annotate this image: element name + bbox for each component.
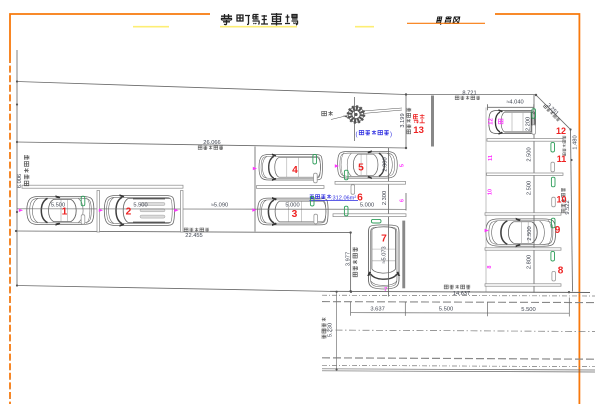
svg-text:5.500: 5.500 <box>439 307 454 313</box>
svg-text:22.455: 22.455 <box>185 233 202 239</box>
svg-text:12: 12 <box>489 118 495 125</box>
svg-text:13: 13 <box>413 125 424 136</box>
svg-text:2.500: 2.500 <box>527 181 533 195</box>
svg-text:(: ( <box>356 132 358 138</box>
svg-text:5.230: 5.230 <box>328 323 334 337</box>
svg-text:5.000: 5.000 <box>360 202 374 208</box>
svg-text:7: 7 <box>384 287 387 293</box>
svg-text:7: 7 <box>381 233 387 244</box>
svg-text:2.500: 2.500 <box>527 147 533 161</box>
svg-text:2.300: 2.300 <box>382 157 388 171</box>
svg-text:5.500: 5.500 <box>51 202 65 208</box>
svg-text:11: 11 <box>488 155 494 161</box>
svg-text:3.199: 3.199 <box>400 113 406 127</box>
svg-text:6.006: 6.006 <box>17 174 23 188</box>
svg-text:10: 10 <box>488 189 494 195</box>
svg-text:14.637: 14.637 <box>453 291 470 297</box>
svg-text:3.637: 3.637 <box>370 306 385 312</box>
svg-text:2: 2 <box>126 206 132 217</box>
svg-text:1: 1 <box>62 206 68 217</box>
svg-text:8.721: 8.721 <box>462 91 476 97</box>
svg-text:8: 8 <box>558 266 564 277</box>
svg-text:6: 6 <box>400 199 406 202</box>
svg-text:26.066: 26.066 <box>203 140 220 146</box>
svg-text:≈5.073: ≈5.073 <box>382 246 388 263</box>
svg-text:11: 11 <box>557 154 567 164</box>
svg-text:10: 10 <box>556 195 566 205</box>
svg-text:2.300: 2.300 <box>382 191 388 205</box>
svg-text:1.480: 1.480 <box>573 135 579 149</box>
svg-text:3: 3 <box>292 209 298 220</box>
svg-text:5.500: 5.500 <box>521 307 536 313</box>
svg-text:≈4.040: ≈4.040 <box>506 99 523 105</box>
svg-text:5.000: 5.000 <box>285 202 299 208</box>
svg-text:5: 5 <box>400 164 406 167</box>
svg-text::312.06m²: :312.06m² <box>331 195 356 201</box>
svg-text:≈5.090: ≈5.090 <box>211 203 228 209</box>
svg-text:3.977: 3.977 <box>346 252 352 266</box>
svg-text:2.800: 2.800 <box>527 255 533 269</box>
svg-text:4: 4 <box>292 165 298 176</box>
svg-text:2.200: 2.200 <box>526 117 532 131</box>
svg-text:6: 6 <box>357 193 363 204</box>
svg-text:2.500: 2.500 <box>527 226 533 240</box>
svg-text:9.522: 9.522 <box>565 200 571 214</box>
svg-text:8: 8 <box>487 265 493 268</box>
svg-text:): ) <box>390 132 392 138</box>
svg-text:5.500: 5.500 <box>133 202 147 208</box>
svg-text:5: 5 <box>358 163 364 174</box>
svg-text:9: 9 <box>555 225 561 236</box>
svg-text:12: 12 <box>556 126 566 136</box>
